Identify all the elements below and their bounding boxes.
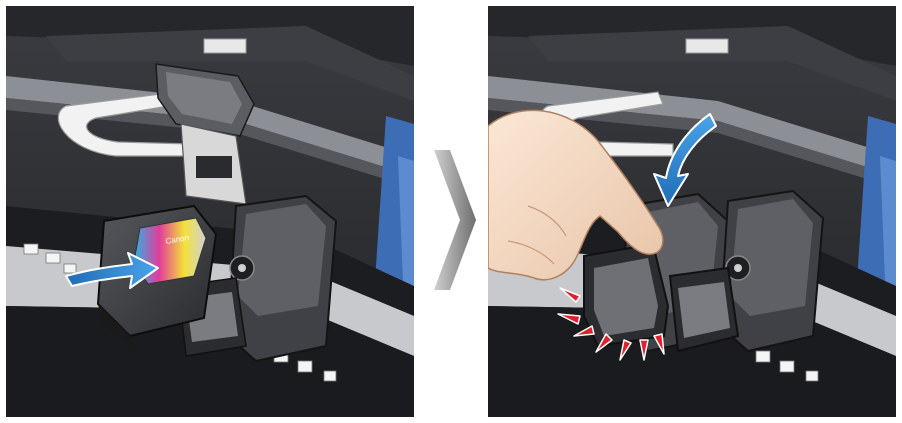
printer-interior-left: Canon [6,6,414,417]
printer-interior-right [488,6,896,417]
next-step-chevron-icon [430,150,478,290]
step-2-illustration [488,6,896,417]
step-1-illustration: Canon [6,6,414,417]
